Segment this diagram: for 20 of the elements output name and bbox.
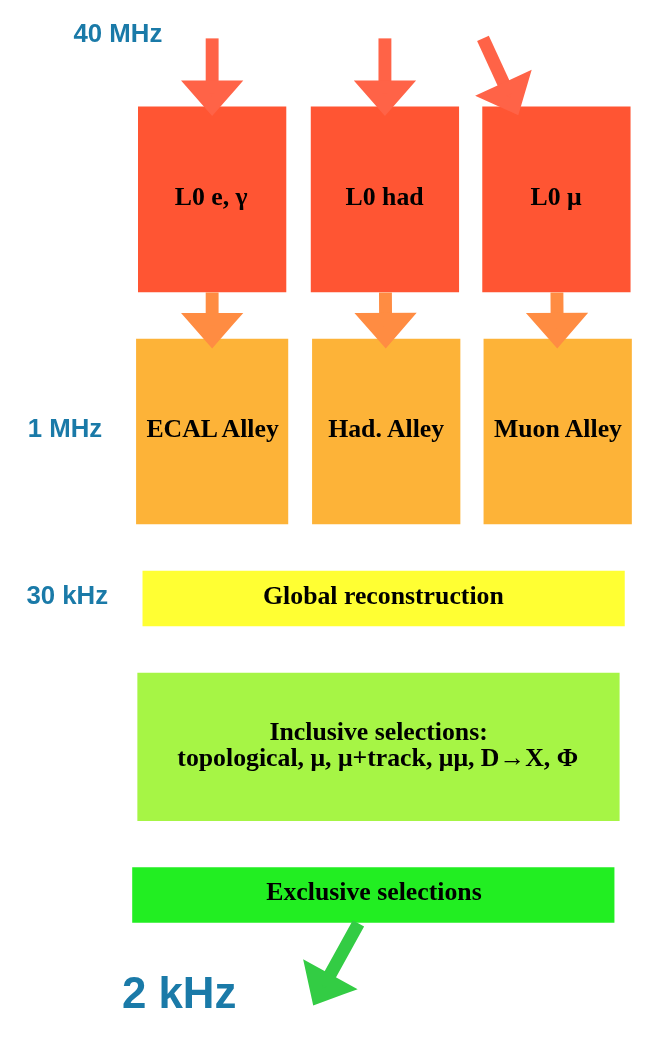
label: 40 MHz [73, 19, 163, 48]
node-box: L0 μ [482, 106, 631, 293]
node-box: Global reconstruction [142, 570, 625, 627]
node-box: Had. Alley [312, 338, 461, 525]
label: 30 kHz [26, 580, 109, 609]
node-box: ECAL Alley [136, 338, 289, 525]
arrow [475, 35, 532, 116]
arrow [354, 292, 417, 349]
arrow [303, 920, 365, 1006]
arrow [181, 38, 244, 117]
node-box: Exclusive selections [132, 867, 615, 923]
label: 2 kHz [121, 968, 237, 1018]
node-box: Inclusive selections: topological, μ, μ+track, μμ, D→X, Φ [137, 672, 620, 821]
arrow [525, 292, 589, 349]
label: 1 MHz [27, 413, 103, 442]
arrow [181, 292, 244, 349]
arrow [353, 38, 417, 117]
node-box: L0 had [310, 106, 460, 293]
node-box: Muon Alley [483, 338, 632, 525]
node-box: L0 e, γ [138, 106, 287, 293]
